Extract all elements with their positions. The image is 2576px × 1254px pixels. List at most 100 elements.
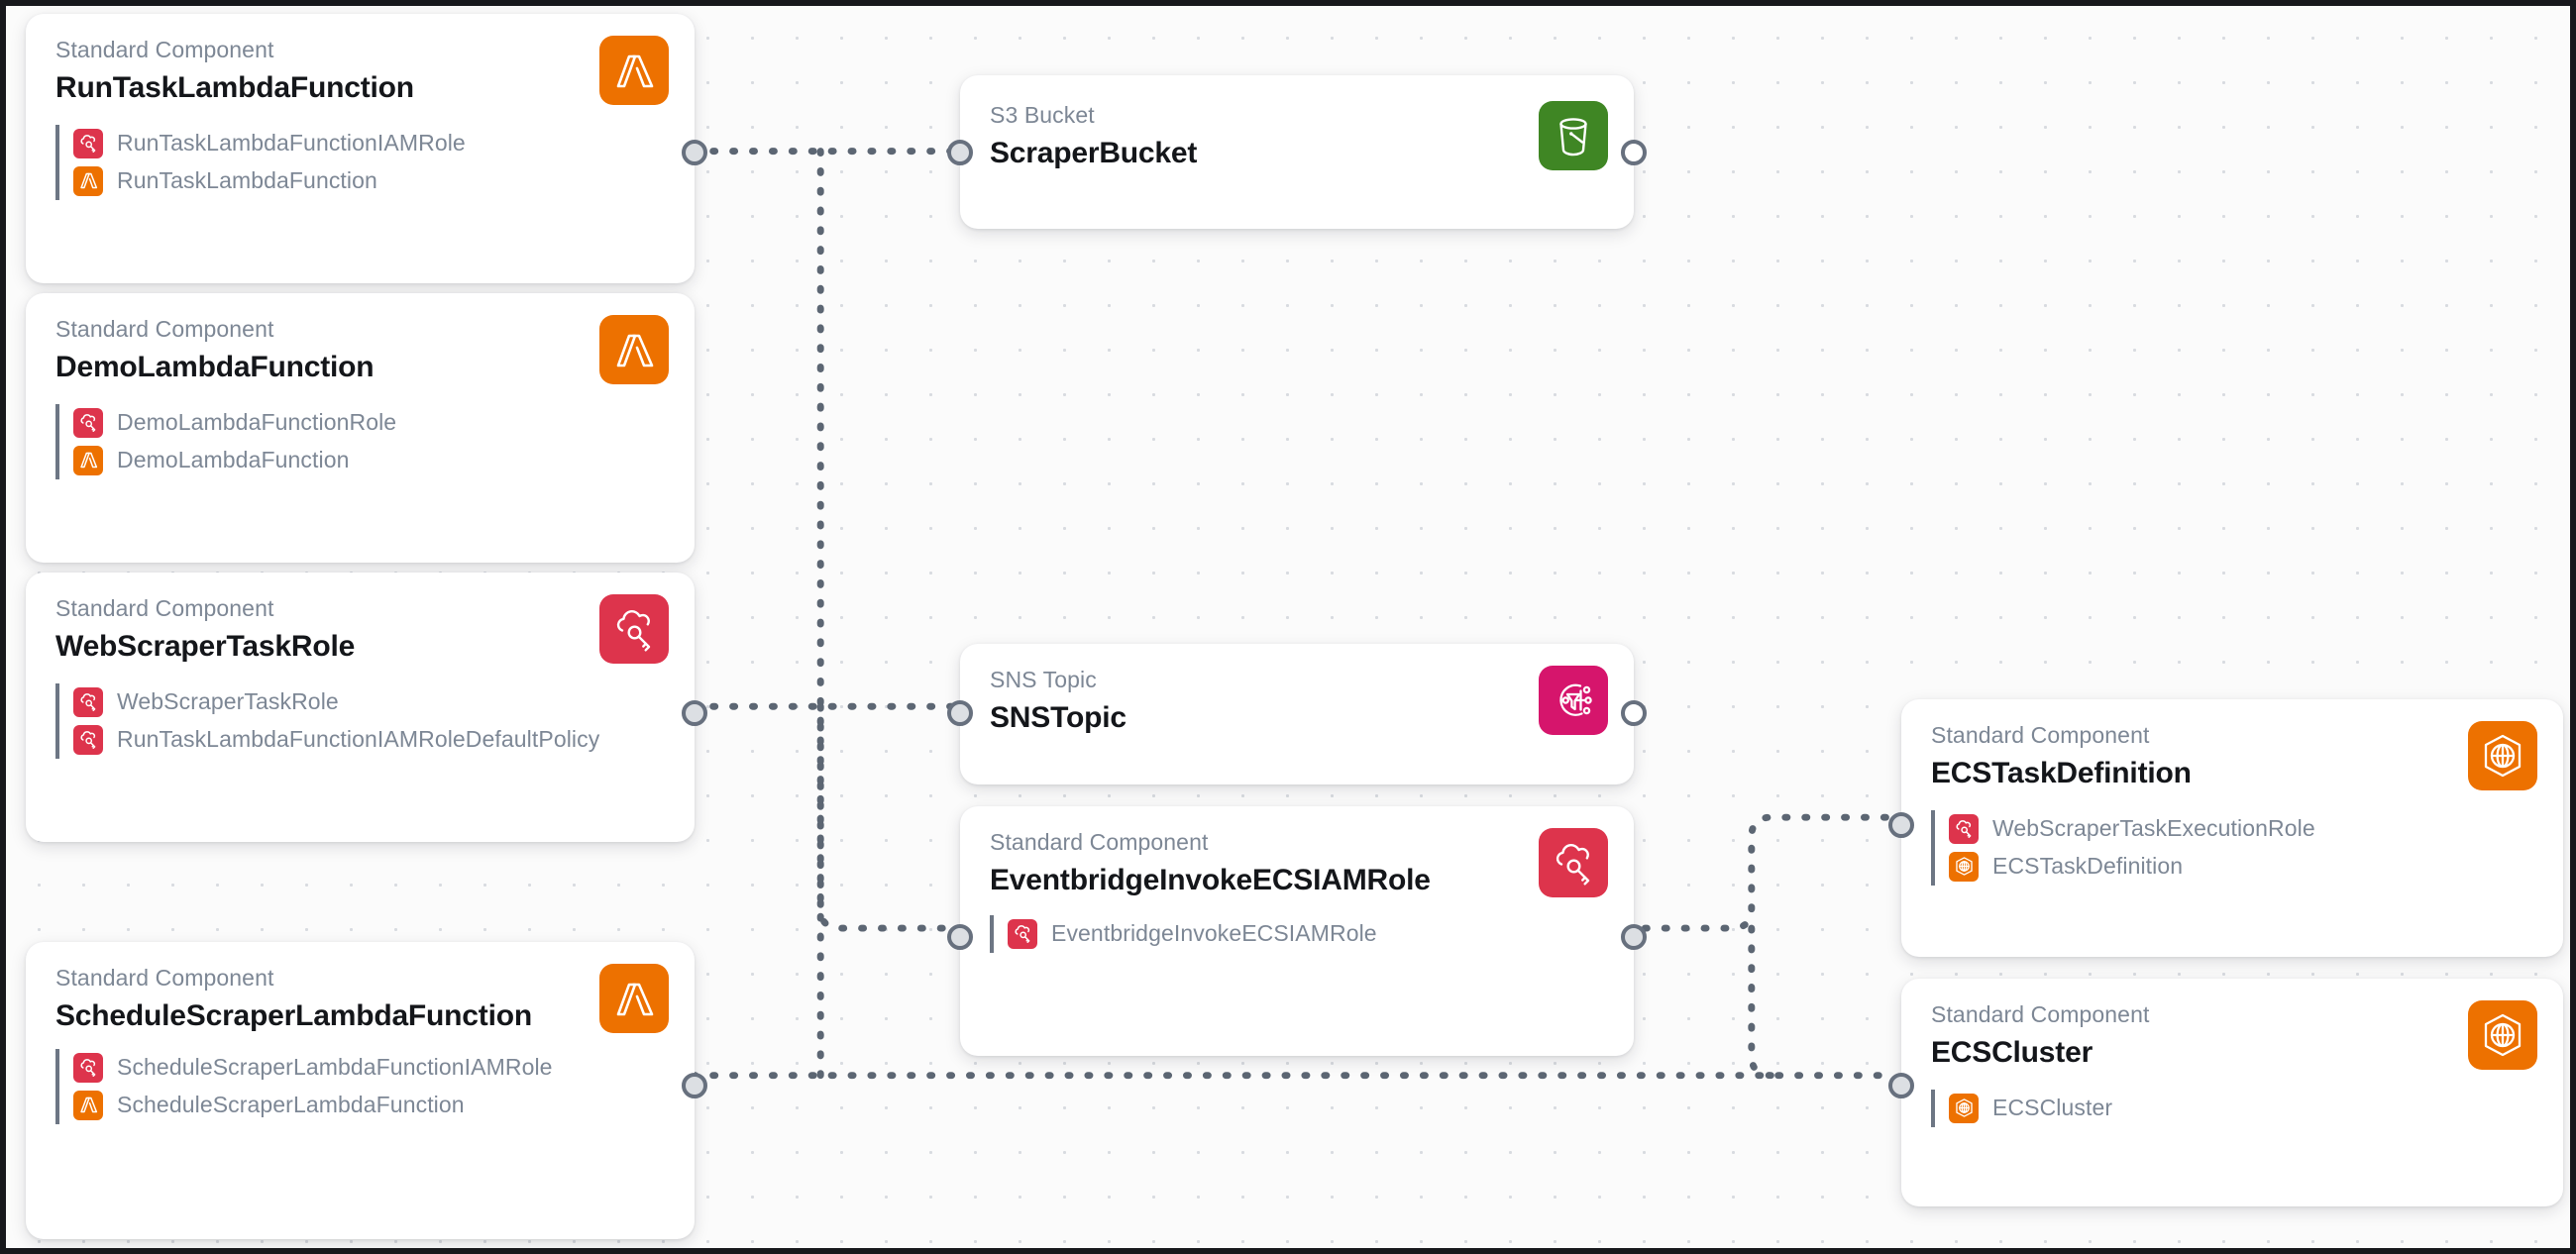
lambda-icon bbox=[599, 315, 669, 384]
list-item[interactable]: WebScraperTaskRole bbox=[73, 683, 695, 721]
node-title: SNSTopic bbox=[990, 700, 1127, 734]
port-left[interactable] bbox=[1888, 1073, 1914, 1098]
node-schedule-scraper-lambda-function[interactable]: Standard Component ScheduleScraperLambda… bbox=[26, 942, 707, 1239]
lambda-icon bbox=[73, 1090, 103, 1120]
ecs-icon bbox=[2468, 1000, 2537, 1070]
node-sns-topic[interactable]: SNS Topic SNSTopic bbox=[947, 644, 1647, 784]
node-scraper-bucket[interactable]: S3 Bucket ScraperBucket bbox=[947, 75, 1647, 229]
ecs-icon bbox=[1949, 1093, 1979, 1123]
ecs-icon bbox=[1949, 851, 1979, 882]
node-children: WebScraperTaskRole RunTaskLambdaFunction… bbox=[55, 682, 695, 759]
node-children: ECSCluster bbox=[1931, 1089, 2563, 1127]
node-children: WebScraperTaskExecutionRole ECSTaskDefin… bbox=[1931, 809, 2563, 886]
list-item[interactable]: EventbridgeInvokeECSIAMRole bbox=[1008, 915, 1634, 953]
node-header: Standard Component DemoLambdaFunction bbox=[26, 293, 695, 386]
node-header: SNS Topic SNSTopic bbox=[960, 644, 1634, 737]
port-left[interactable] bbox=[947, 700, 973, 726]
edge-eventbridgerole-to-ecstaskdefinition bbox=[1621, 813, 1896, 932]
iam-role-icon bbox=[73, 128, 103, 158]
list-item[interactable]: WebScraperTaskExecutionRole bbox=[1949, 810, 2563, 848]
iam-role-icon bbox=[1539, 828, 1608, 897]
port-left[interactable] bbox=[947, 924, 973, 950]
s3-bucket-icon bbox=[1539, 101, 1608, 170]
child-label: EventbridgeInvokeECSIAMRole bbox=[1051, 920, 1377, 947]
iam-role-icon bbox=[73, 686, 103, 717]
node-title: ECSTaskDefinition bbox=[1931, 756, 2192, 789]
node-header: S3 Bucket ScraperBucket bbox=[960, 75, 1634, 172]
node-ecs-task-definition[interactable]: Standard Component ECSTaskDefinition Web… bbox=[1888, 699, 2563, 957]
edge-right-trunk bbox=[1748, 924, 1775, 1080]
node-header: Standard Component ScheduleScraperLambda… bbox=[26, 942, 695, 1035]
child-label: RunTaskLambdaFunctionIAMRoleDefaultPolic… bbox=[117, 726, 600, 753]
node-children: ScheduleScraperLambdaFunctionIAMRole Sch… bbox=[55, 1048, 695, 1124]
list-item[interactable]: RunTaskLambdaFunction bbox=[73, 162, 695, 200]
list-item[interactable]: ScheduleScraperLambdaFunction bbox=[73, 1087, 695, 1124]
node-children: EventbridgeInvokeECSIAMRole bbox=[990, 914, 1634, 953]
child-label: ECSTaskDefinition bbox=[1992, 853, 2184, 880]
node-children: RunTaskLambdaFunctionIAMRole RunTaskLamb… bbox=[55, 124, 695, 200]
node-run-task-lambda-function[interactable]: Standard Component RunTaskLambdaFunction… bbox=[26, 14, 707, 283]
node-children: DemoLambdaFunctionRole DemoLambdaFunctio… bbox=[55, 403, 695, 479]
port-right[interactable] bbox=[1621, 140, 1647, 165]
child-label: WebScraperTaskRole bbox=[117, 688, 339, 715]
child-label: RunTaskLambdaFunction bbox=[117, 167, 377, 194]
node-demo-lambda-function[interactable]: Standard Component DemoLambdaFunction De… bbox=[26, 293, 695, 563]
child-label: WebScraperTaskExecutionRole bbox=[1992, 815, 2315, 842]
child-label: DemoLambdaFunctionRole bbox=[117, 409, 397, 436]
node-kicker: Standard Component bbox=[55, 965, 274, 991]
port-left[interactable] bbox=[1888, 812, 1914, 838]
port-right[interactable] bbox=[1621, 700, 1647, 726]
node-ecs-cluster[interactable]: Standard Component ECSCluster ECSCluster bbox=[1888, 979, 2563, 1206]
lambda-icon bbox=[73, 445, 103, 475]
node-header: Standard Component ECSCluster bbox=[1901, 979, 2563, 1072]
edge-webscrapertaskrole-to-eventbridgerole bbox=[816, 702, 960, 932]
iam-role-icon bbox=[1949, 813, 1979, 844]
node-kicker: S3 Bucket bbox=[990, 102, 1095, 128]
node-title: RunTaskLambdaFunction bbox=[55, 70, 414, 104]
node-kicker: SNS Topic bbox=[990, 667, 1097, 692]
list-item[interactable]: DemoLambdaFunction bbox=[73, 442, 695, 479]
port-left[interactable] bbox=[947, 140, 973, 165]
node-kicker: Standard Component bbox=[1931, 1001, 2150, 1027]
node-eventbridge-invoke-ecs-iam-role[interactable]: Standard Component EventbridgeInvokeECSI… bbox=[947, 806, 1647, 1056]
node-header: Standard Component RunTaskLambdaFunction bbox=[26, 14, 695, 107]
list-item[interactable]: RunTaskLambdaFunctionIAMRole bbox=[73, 125, 695, 162]
ecs-icon bbox=[2468, 721, 2537, 790]
sns-topic-icon bbox=[1539, 666, 1608, 735]
node-header: Standard Component ECSTaskDefinition bbox=[1901, 699, 2563, 792]
iam-role-icon bbox=[73, 1052, 103, 1083]
list-item[interactable]: RunTaskLambdaFunctionIAMRoleDefaultPolic… bbox=[73, 721, 695, 759]
list-item[interactable]: ECSTaskDefinition bbox=[1949, 848, 2563, 886]
port-right[interactable] bbox=[682, 140, 707, 165]
lambda-icon bbox=[599, 964, 669, 1033]
child-label: RunTaskLambdaFunctionIAMRole bbox=[117, 130, 466, 157]
node-kicker: Standard Component bbox=[55, 316, 274, 342]
list-item[interactable]: DemoLambdaFunctionRole bbox=[73, 404, 695, 442]
child-label: ECSCluster bbox=[1992, 1095, 2113, 1121]
list-item[interactable]: ECSCluster bbox=[1949, 1090, 2563, 1127]
port-right[interactable] bbox=[1621, 924, 1647, 950]
child-label: ScheduleScraperLambdaFunction bbox=[117, 1092, 465, 1118]
node-title: DemoLambdaFunction bbox=[55, 350, 375, 383]
iam-role-icon bbox=[599, 594, 669, 664]
iam-role-icon bbox=[73, 407, 103, 438]
node-kicker: Standard Component bbox=[55, 595, 274, 621]
lambda-icon bbox=[73, 165, 103, 196]
node-title: ScraperBucket bbox=[990, 136, 1198, 169]
node-title: ScheduleScraperLambdaFunction bbox=[55, 998, 532, 1032]
lambda-icon bbox=[599, 36, 669, 105]
port-right[interactable] bbox=[682, 700, 707, 726]
child-label: DemoLambdaFunction bbox=[117, 447, 350, 473]
iam-role-icon bbox=[1008, 918, 1037, 949]
node-title: WebScraperTaskRole bbox=[55, 629, 356, 663]
node-kicker: Standard Component bbox=[1931, 722, 2150, 748]
node-title: ECSCluster bbox=[1931, 1035, 2093, 1069]
node-kicker: Standard Component bbox=[990, 829, 1209, 855]
iam-role-icon bbox=[73, 724, 103, 755]
port-right[interactable] bbox=[682, 1073, 707, 1098]
node-kicker: Standard Component bbox=[55, 37, 274, 62]
node-web-scraper-task-role[interactable]: Standard Component WebScraperTaskRole We… bbox=[26, 573, 707, 842]
list-item[interactable]: ScheduleScraperLambdaFunctionIAMRole bbox=[73, 1049, 695, 1087]
node-header: Standard Component EventbridgeInvokeECSI… bbox=[960, 806, 1634, 899]
